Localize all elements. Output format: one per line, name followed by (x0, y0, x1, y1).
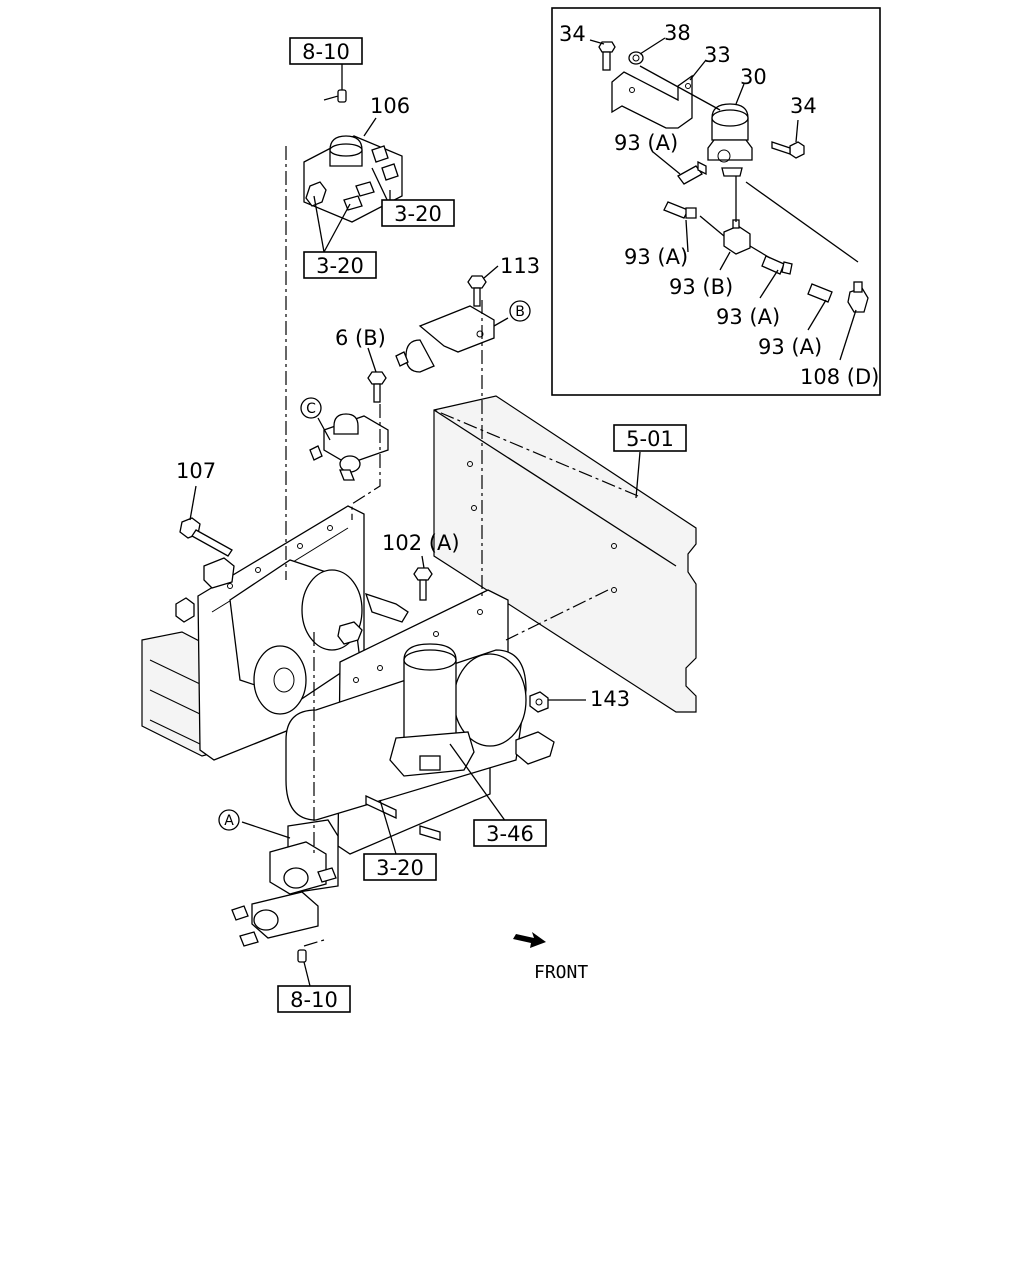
marker-b-label: B (515, 304, 525, 320)
inset-bracket-33 (611, 71, 693, 129)
marker-a-label: A (224, 813, 234, 829)
inset-fitting-93a-4 (807, 283, 833, 303)
bolt-102a (413, 567, 433, 601)
relay-valve-106 (303, 135, 403, 223)
label-inset-93a-3: 93 (A) (716, 305, 780, 329)
air-dryer-3-46 (389, 643, 475, 777)
valve-b (395, 305, 495, 373)
inset-leader-lines (589, 37, 859, 361)
inset-nut-38 (628, 51, 644, 65)
ref-box-8-10-top: 8-10 (289, 37, 363, 65)
marker-b: B (509, 300, 531, 322)
label-107: 107 (176, 459, 216, 483)
plug-8-10-bottom (297, 949, 307, 963)
inset-sensor-30 (707, 103, 753, 177)
pipe-fittings-lower (175, 557, 555, 841)
ref-box-5-01: 5-01 (613, 424, 687, 452)
label-inset-34-right: 34 (790, 94, 817, 118)
inset-bolt-34-left (598, 41, 616, 71)
nut-143 (529, 691, 549, 713)
marker-c-label: C (306, 401, 316, 417)
label-inset-30: 30 (740, 65, 767, 89)
label-inset-93a-4: 93 (A) (758, 335, 822, 359)
label-6b: 6 (B) (335, 326, 386, 350)
label-113: 113 (500, 254, 540, 278)
inset-elbow-108d (847, 281, 869, 313)
leader-lines (189, 64, 641, 987)
ref-box-3-20-c: 3-20 (363, 853, 437, 881)
front-label: FRONT (534, 962, 588, 983)
ref-box-8-10-bottom: 8-10 (277, 985, 351, 1013)
ref-box-3-20-a: 3-20 (381, 199, 455, 227)
inset-fitting-93a-1 (677, 160, 707, 185)
inset-tee-93b (723, 219, 751, 255)
ref-label-3-20-b: 3-20 (316, 254, 364, 278)
label-inset-93b: 93 (B) (669, 275, 733, 299)
label-102a: 102 (A) (382, 531, 460, 555)
valve-c (309, 413, 389, 481)
ref-label-3-46: 3-46 (486, 822, 534, 846)
bolt-113 (467, 275, 487, 307)
ref-label-8-10-top: 8-10 (302, 40, 350, 64)
front-arrow-icon (513, 932, 546, 948)
marker-c: C (300, 397, 322, 419)
label-inset-38: 38 (664, 21, 691, 45)
ref-label-5-01: 5-01 (626, 427, 674, 451)
marker-a: A (218, 809, 240, 831)
plug-8-10-top (337, 89, 347, 103)
label-inset-34-left: 34 (559, 22, 586, 46)
bolt-107 (179, 517, 233, 557)
ref-label-8-10-bottom: 8-10 (290, 988, 338, 1012)
label-inset-93a-1: 93 (A) (614, 131, 678, 155)
label-106: 106 (370, 94, 410, 118)
inset-fitting-93a-2 (663, 201, 697, 219)
ref-box-3-20-b: 3-20 (303, 251, 377, 279)
bolt-6b (367, 371, 387, 403)
label-143: 143 (590, 687, 630, 711)
inset-frame (551, 7, 881, 396)
valve-a (231, 819, 339, 947)
ref-box-3-46: 3-46 (473, 819, 547, 847)
frame-rail (433, 395, 697, 713)
label-inset-93a-2: 93 (A) (624, 245, 688, 269)
label-inset-108d: 108 (D) (800, 365, 879, 389)
ref-label-3-20-a: 3-20 (394, 202, 442, 226)
assembly-dash-lines (285, 95, 639, 947)
label-inset-33: 33 (704, 43, 731, 67)
inset-fitting-93a-3 (761, 255, 793, 275)
inset-bolt-34-right (771, 141, 805, 159)
ref-label-3-20-c: 3-20 (376, 856, 424, 880)
